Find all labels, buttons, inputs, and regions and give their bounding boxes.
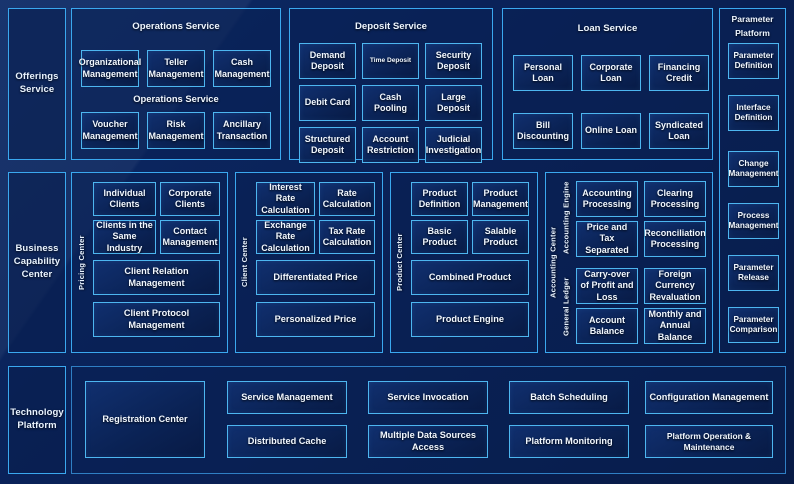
panel-title-deposit-service: Deposit Service	[355, 21, 427, 32]
cell-online-loan[interactable]: Online Loan	[581, 113, 641, 149]
cell-clients-in-the-same-industry[interactable]: Clients in the Same Industry	[93, 220, 156, 254]
cell-price-and-tax-separated[interactable]: Price and Tax Separated	[576, 221, 638, 257]
cell-cash-pooling[interactable]: Cash Pooling	[362, 85, 419, 121]
cell-platform-operation-and-maintenance[interactable]: Platform Operation & Maintenance	[645, 425, 773, 458]
panel-operations-service: Operations Service Organizational Manage…	[71, 8, 281, 160]
cell-personal-loan[interactable]: Personal Loan	[513, 55, 573, 91]
row-label-offerings-service: Offerings Service	[8, 8, 66, 160]
cell-client-protocol-management[interactable]: Client Protocol Management	[93, 302, 220, 337]
vertical-label-accounting-engine: Accounting Engine	[561, 181, 571, 255]
cell-service-management[interactable]: Service Management	[227, 381, 347, 414]
panel-loan-service: Loan Service Personal Loan Corporate Loa…	[502, 8, 713, 160]
cell-parameter-release[interactable]: Parameter Release	[728, 255, 779, 291]
cell-interface-definition[interactable]: Interface Definition	[728, 95, 779, 131]
panel-technology-platform: Registration Center Service Management S…	[71, 366, 786, 474]
cell-service-invocation[interactable]: Service Invocation	[368, 381, 488, 414]
cell-individual-clients[interactable]: Individual Clients	[93, 182, 156, 216]
panel-title-operations-service: Operations Service	[132, 21, 220, 32]
cell-accounting-processing[interactable]: Accounting Processing	[576, 181, 638, 217]
cell-cash-management[interactable]: Cash Management	[213, 50, 271, 87]
cell-security-deposit[interactable]: Security Deposit	[425, 43, 482, 79]
cell-exchange-rate-calculation[interactable]: Exchange Rate Calculation	[256, 220, 315, 254]
vertical-label-product-center: Product Center	[395, 233, 404, 292]
cell-contact-management[interactable]: Contact Management	[160, 220, 220, 254]
vertical-label-general-ledger: General Ledger	[561, 277, 571, 337]
cell-carry-over-of-profit-and-loss[interactable]: Carry-over of Profit and Loss	[576, 268, 638, 304]
cell-syndicated-loan[interactable]: Syndicated Loan	[649, 113, 709, 149]
cell-basic-product[interactable]: Basic Product	[411, 220, 468, 254]
cell-product-definition[interactable]: Product Definition	[411, 182, 468, 216]
cell-judicial-investigation[interactable]: Judicial Investigation	[425, 127, 482, 163]
cell-change-management[interactable]: Change Management	[728, 151, 779, 187]
cell-risk-management[interactable]: Risk Management	[147, 112, 205, 149]
cell-debit-card[interactable]: Debit Card	[299, 85, 356, 121]
cell-foreign-currency-revaluation[interactable]: Foreign Currency Revaluation	[644, 268, 706, 304]
cell-teller-management[interactable]: Teller Management	[147, 50, 205, 87]
cell-interest-rate-calculation[interactable]: Interest Rate Calculation	[256, 182, 315, 216]
row-label-technology-platform: Technology Platform	[8, 366, 66, 474]
cell-large-deposit[interactable]: Large Deposit	[425, 85, 482, 121]
row-label-business-capability-center: Business Capability Center	[8, 172, 66, 353]
panel-title-parameter-platform-line2: Platform	[735, 28, 770, 38]
row-label-offerings-service-text: Offerings Service	[15, 71, 59, 95]
cell-product-management[interactable]: Product Management	[472, 182, 529, 216]
vertical-label-accounting-center: Accounting Center	[548, 226, 558, 299]
panel-title-operations-service-duplicate: Operations Service	[133, 93, 219, 104]
cell-client-relation-management[interactable]: Client Relation Management	[93, 260, 220, 295]
cell-corporate-loan[interactable]: Corporate Loan	[581, 55, 641, 91]
cell-registration-center[interactable]: Registration Center	[85, 381, 205, 458]
cell-time-deposit[interactable]: Time Deposit	[362, 43, 419, 79]
cell-reconciliation-processing[interactable]: Reconciliation Processing	[644, 221, 706, 257]
cell-bill-discounting[interactable]: Bill Discounting	[513, 113, 573, 149]
cell-financing-credit[interactable]: Financing Credit	[649, 55, 709, 91]
row-label-business-capability-center-text: Business Capability Center	[13, 243, 61, 280]
cell-distributed-cache[interactable]: Distributed Cache	[227, 425, 347, 458]
cell-clearing-processing[interactable]: Clearing Processing	[644, 181, 706, 217]
cell-configuration-management[interactable]: Configuration Management	[645, 381, 773, 414]
cell-ancillary-transaction[interactable]: Ancillary Transaction	[213, 112, 271, 149]
cell-parameter-definition[interactable]: Parameter Definition	[728, 43, 779, 79]
cell-rate-calculation[interactable]: Rate Calculation	[319, 182, 375, 216]
panel-parameter-platform: Parameter Platform Parameter Definition …	[719, 8, 786, 353]
panel-pricing-center: Pricing Center Individual Clients Corpor…	[71, 172, 228, 353]
cell-tax-rate-calculation[interactable]: Tax Rate Calculation	[319, 220, 375, 254]
cell-account-balance[interactable]: Account Balance	[576, 308, 638, 344]
cell-demand-deposit[interactable]: Demand Deposit	[299, 43, 356, 79]
cell-structured-deposit[interactable]: Structured Deposit	[299, 127, 356, 163]
panel-accounting-center: Accounting Center Accounting Engine Gene…	[545, 172, 713, 353]
cell-multiple-data-sources-access[interactable]: Multiple Data Sources Access	[368, 425, 488, 458]
row-label-technology-platform-text: Technology Platform	[10, 407, 64, 431]
cell-batch-scheduling[interactable]: Batch Scheduling	[509, 381, 629, 414]
cell-parameter-comparison[interactable]: Parameter Comparison	[728, 307, 779, 343]
panel-client-center: Client Center Interest Rate Calculation …	[235, 172, 383, 353]
cell-monthly-and-annual-balance[interactable]: Monthly and Annual Balance	[644, 308, 706, 344]
cell-organizational-management[interactable]: Organizational Management	[79, 50, 141, 87]
vertical-label-pricing-center: Pricing Center	[77, 235, 86, 290]
cell-platform-monitoring[interactable]: Platform Monitoring	[509, 425, 629, 458]
cell-voucher-management[interactable]: Voucher Management	[81, 112, 139, 149]
cell-differentiated-price[interactable]: Differentiated Price	[256, 260, 375, 295]
cell-account-restriction[interactable]: Account Restriction	[362, 127, 419, 163]
panel-deposit-service: Deposit Service Demand Deposit Time Depo…	[289, 8, 493, 163]
cell-corporate-clients[interactable]: Corporate Clients	[160, 182, 220, 216]
cell-personalized-price[interactable]: Personalized Price	[256, 302, 375, 337]
panel-title-loan-service: Loan Service	[577, 23, 638, 34]
cell-product-engine[interactable]: Product Engine	[411, 302, 529, 337]
panel-title-parameter-platform-line1: Parameter	[731, 14, 774, 24]
panel-product-center: Product Center Product Definition Produc…	[390, 172, 538, 353]
cell-combined-product[interactable]: Combined Product	[411, 260, 529, 295]
cell-salable-product[interactable]: Salable Product	[472, 220, 529, 254]
vertical-label-client-center: Client Center	[240, 237, 249, 288]
cell-process-management[interactable]: Process Management	[728, 203, 779, 239]
